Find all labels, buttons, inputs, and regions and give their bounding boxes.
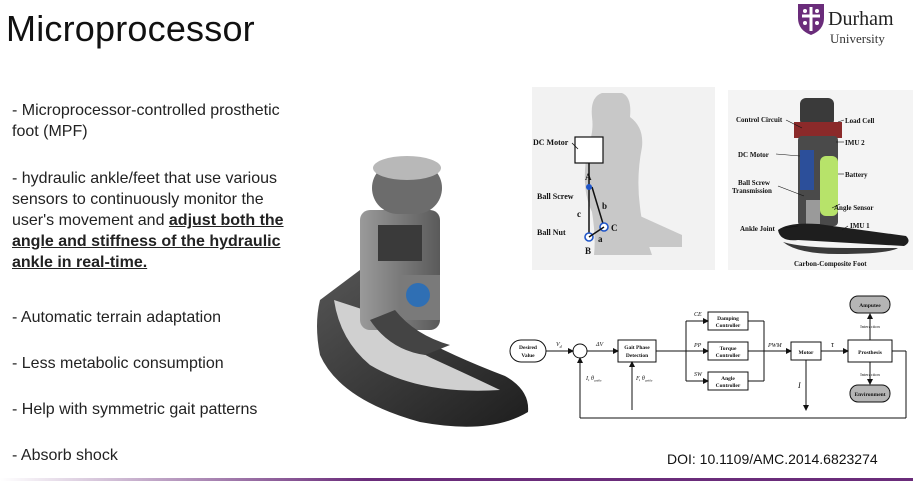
- doi-reference: DOI: 10.1109/AMC.2014.6823274: [667, 451, 878, 467]
- motor-label: Motor: [799, 350, 815, 356]
- vd-label: Vd: [556, 342, 563, 349]
- label-transmission: Transmission: [732, 187, 772, 195]
- bullet-mpf: - Microprocessor-controlled prosthetic f…: [12, 102, 280, 140]
- label-ball-screw: Ball Screw: [537, 192, 574, 201]
- ce-label: CE: [694, 312, 702, 318]
- label-control-circuit: Control Circuit: [736, 116, 783, 124]
- delta-v-label: ΔV: [595, 342, 605, 348]
- label-imu1: IMU 1: [850, 222, 870, 230]
- label-b: b: [602, 201, 607, 211]
- label-C: C: [611, 223, 618, 233]
- interaction-top-label: Interaction: [860, 324, 880, 329]
- label-ball-nut: Ball Nut: [537, 228, 566, 237]
- label-imu2: IMU 2: [845, 139, 865, 147]
- environment-node: [849, 384, 891, 403]
- damping-line1: Damping: [717, 316, 739, 322]
- label-c: c: [577, 209, 581, 219]
- logo-name: Durham: [828, 8, 894, 30]
- bullet-hydraulic-emphasis: adjust both the angle and stiffness of t…: [12, 212, 284, 271]
- current-label: I: [797, 381, 801, 390]
- control-block-diagram: Desired Value Gait Phase Detection Dampi…: [509, 295, 907, 419]
- label-load-cell: Load Cell: [845, 117, 874, 125]
- bullet-terrain: - Automatic terrain adaptation: [12, 309, 222, 326]
- footer-accent-line: [0, 478, 913, 481]
- amputee-label: Amputee: [859, 303, 881, 309]
- angle-line1: Angle: [721, 376, 735, 382]
- gait-line2: Detection: [626, 353, 648, 359]
- bullet-shock: - Absorb shock: [12, 447, 118, 464]
- pp-label: PP: [693, 343, 702, 349]
- bullet-gait: - Help with symmetric gait patterns: [12, 401, 258, 418]
- durham-crest-icon: [798, 4, 824, 35]
- label-a: a: [598, 234, 603, 244]
- label-battery: Battery: [845, 171, 868, 179]
- pwm-label: PWM: [767, 343, 783, 349]
- durham-logo: Durham University: [796, 2, 911, 46]
- amputee-node: [849, 295, 891, 314]
- desired-line1: Desired: [519, 345, 537, 351]
- feedback-current-angle: I, θankle: [585, 376, 602, 383]
- prosthesis-label: Prosthesis: [858, 350, 882, 356]
- damping-line2: Controller: [716, 323, 741, 329]
- environment-label: Environment: [854, 392, 885, 398]
- actuator-mechanism-diagram: DC Motor Ball Screw Ball Nut A B C a b c: [532, 87, 715, 270]
- label-angle-sensor: Angle Sensor: [834, 204, 873, 212]
- torque-line2: Controller: [716, 353, 741, 359]
- desired-line2: Value: [521, 353, 535, 359]
- bullet-hydraulic: - hydraulic ankle/feet that use various …: [12, 168, 297, 273]
- bullet-hydraulic-text: - hydraulic ankle/feet that use various …: [12, 170, 278, 229]
- gait-line1: Gait Phase: [624, 345, 650, 351]
- angle-line2: Controller: [716, 383, 741, 389]
- logo-subname: University: [830, 31, 885, 46]
- label-A: A: [585, 172, 592, 182]
- prototype-photo: Control Circuit Load Cell IMU 2 DC Motor…: [728, 90, 913, 270]
- interaction-bottom-label: Interaction: [860, 372, 880, 377]
- feedback-force-angle: F, θankle: [635, 376, 653, 383]
- label-carbon-foot: Carbon-Composite Foot: [794, 260, 867, 268]
- tau-label: τ: [831, 340, 835, 349]
- label-dc-motor: DC Motor: [533, 138, 569, 147]
- sw-label: SW: [694, 372, 703, 378]
- prosthetic-foot-image: [317, 156, 529, 427]
- label-dc-motor-photo: DC Motor: [738, 151, 769, 159]
- label-ankle-joint: Ankle Joint: [740, 225, 775, 233]
- bullet-metabolic: - Less metabolic consumption: [12, 355, 224, 372]
- label-ball-screw-photo: Ball Screw: [738, 179, 771, 187]
- summing-junction: [572, 343, 588, 359]
- slide-title: Microprocessor: [6, 8, 255, 49]
- label-B: B: [585, 246, 591, 256]
- torque-line1: Torque: [720, 346, 737, 352]
